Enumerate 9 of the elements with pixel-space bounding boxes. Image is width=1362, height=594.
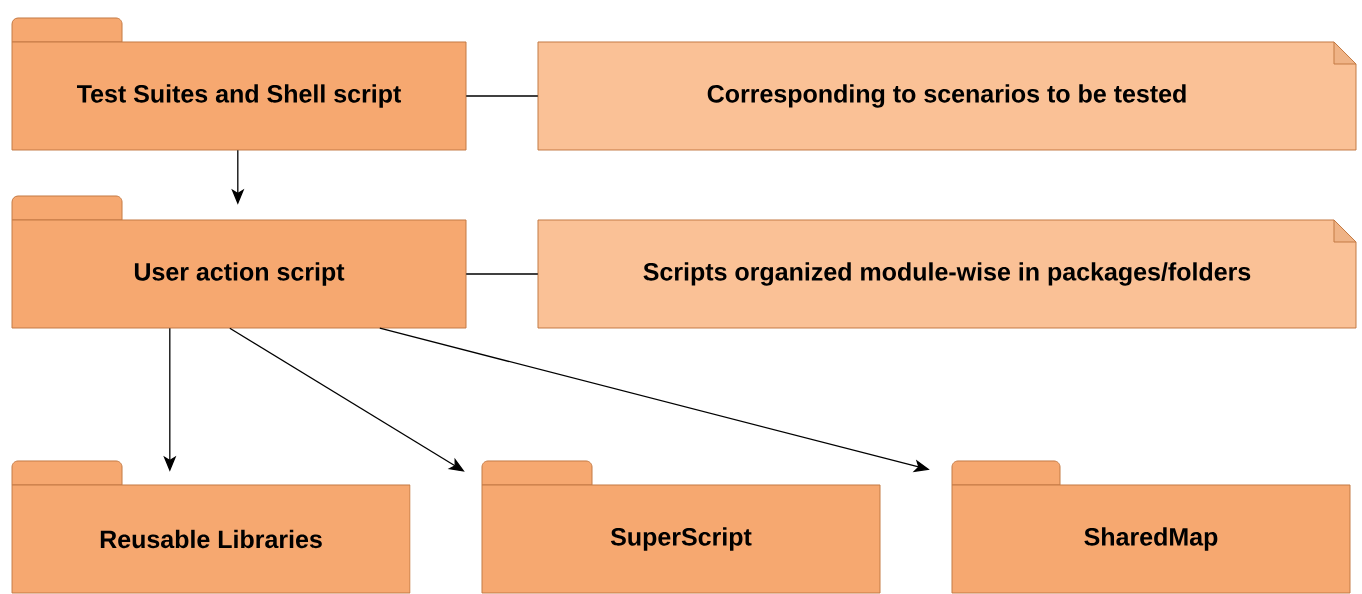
- connector-line: [465, 95, 539, 97]
- folder-box: User action script: [11, 195, 467, 329]
- folder-box: Reusable Libraries: [11, 460, 411, 594]
- folder-box: SharedMap: [951, 460, 1351, 594]
- note-box: Corresponding to scenarios to be tested: [537, 41, 1357, 151]
- note-box: Scripts organized module-wise in packages/folders: [537, 219, 1357, 329]
- folder-box: Test Suites and Shell script: [11, 17, 467, 151]
- folder-box: SuperScript: [481, 460, 881, 594]
- connector-line: [465, 273, 539, 275]
